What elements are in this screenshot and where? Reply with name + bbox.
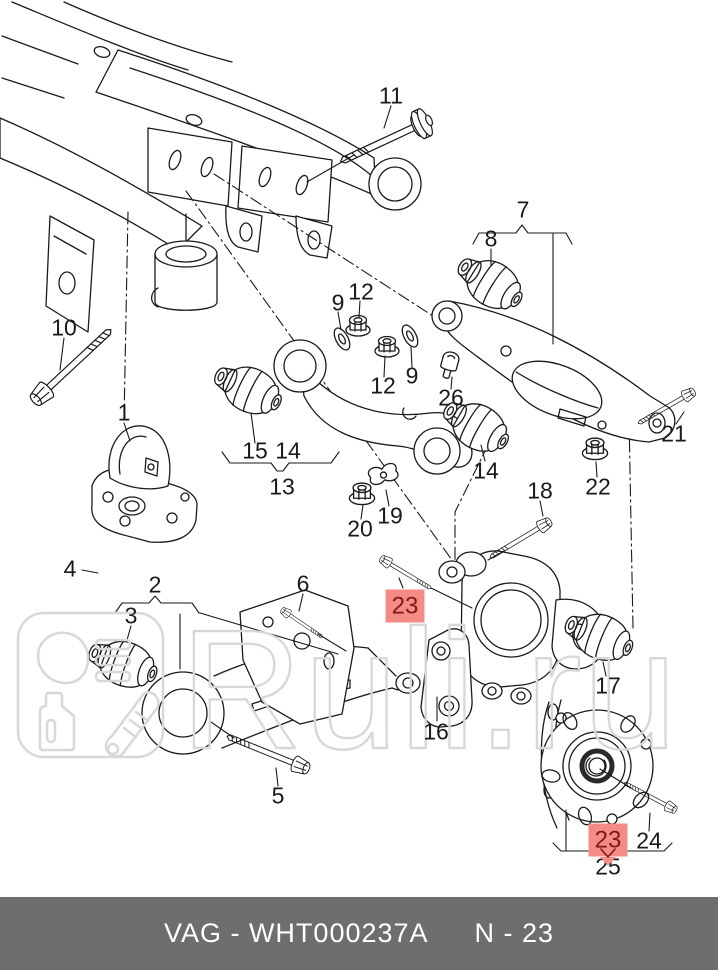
callout-9[interactable]: 9 bbox=[405, 362, 419, 389]
footer-bar: VAG - WHT000237A N - 23 bbox=[0, 897, 718, 970]
callout-15[interactable]: 15 bbox=[242, 437, 268, 464]
callout-24[interactable]: 24 bbox=[636, 827, 662, 854]
callout-13[interactable]: 13 bbox=[269, 473, 295, 500]
callout-16[interactable]: 16 bbox=[423, 718, 449, 745]
watermark-text: Ruli.ru bbox=[180, 595, 678, 785]
callout-9[interactable]: 9 bbox=[331, 289, 345, 316]
leader-lines bbox=[59, 105, 685, 852]
callout-11[interactable]: 11 bbox=[379, 82, 403, 109]
watermark-logo-frame bbox=[16, 611, 165, 759]
shock-absorber-icon bbox=[104, 691, 160, 758]
callout-20[interactable]: 20 bbox=[347, 515, 373, 542]
headlight-icon bbox=[36, 631, 90, 685]
callout-19[interactable]: 19 bbox=[377, 502, 403, 529]
bump-stop-mount bbox=[91, 425, 198, 543]
lower-control-arm bbox=[431, 300, 676, 443]
callout-14[interactable]: 14 bbox=[275, 437, 301, 464]
page-reference: N - 23 bbox=[474, 918, 555, 948]
callout-1[interactable]: 1 bbox=[117, 399, 131, 426]
callout-26[interactable]: 26 bbox=[438, 384, 464, 411]
callout-2[interactable]: 2 bbox=[148, 571, 162, 598]
callout-21[interactable]: 21 bbox=[661, 420, 687, 447]
callout-18[interactable]: 18 bbox=[527, 477, 553, 504]
wheel-hub bbox=[540, 699, 654, 829]
callout-4[interactable]: 4 bbox=[63, 555, 77, 582]
callout-14[interactable]: 14 bbox=[473, 457, 499, 484]
callout-22[interactable]: 22 bbox=[585, 473, 611, 500]
callout-6[interactable]: 6 bbox=[296, 570, 310, 597]
callout-12[interactable]: 12 bbox=[348, 278, 374, 305]
callout-17[interactable]: 17 bbox=[595, 672, 621, 699]
upper-control-arm bbox=[273, 339, 473, 475]
rear-subframe bbox=[0, 1, 422, 333]
exploded-parts-drawing: Ruli.ru bbox=[0, 1, 698, 852]
callout-23[interactable]: 23 bbox=[588, 823, 628, 857]
watermark: Ruli.ru bbox=[16, 594, 678, 786]
callout-23[interactable]: 23 bbox=[385, 589, 425, 623]
callout-5[interactable]: 5 bbox=[271, 782, 285, 809]
callout-8[interactable]: 8 bbox=[484, 225, 498, 252]
list-bars-icon bbox=[94, 638, 132, 683]
callout-7[interactable]: 7 bbox=[516, 196, 530, 223]
callout-3[interactable]: 3 bbox=[124, 602, 138, 629]
callout-12[interactable]: 12 bbox=[370, 372, 396, 399]
wheel-bearing-housing bbox=[420, 550, 607, 728]
callout-25[interactable]: 25 bbox=[595, 853, 621, 880]
callout-10[interactable]: 10 bbox=[51, 314, 77, 341]
oil-canister-icon bbox=[38, 691, 76, 752]
catalog-code: VAG - WHT000237A bbox=[163, 918, 429, 948]
